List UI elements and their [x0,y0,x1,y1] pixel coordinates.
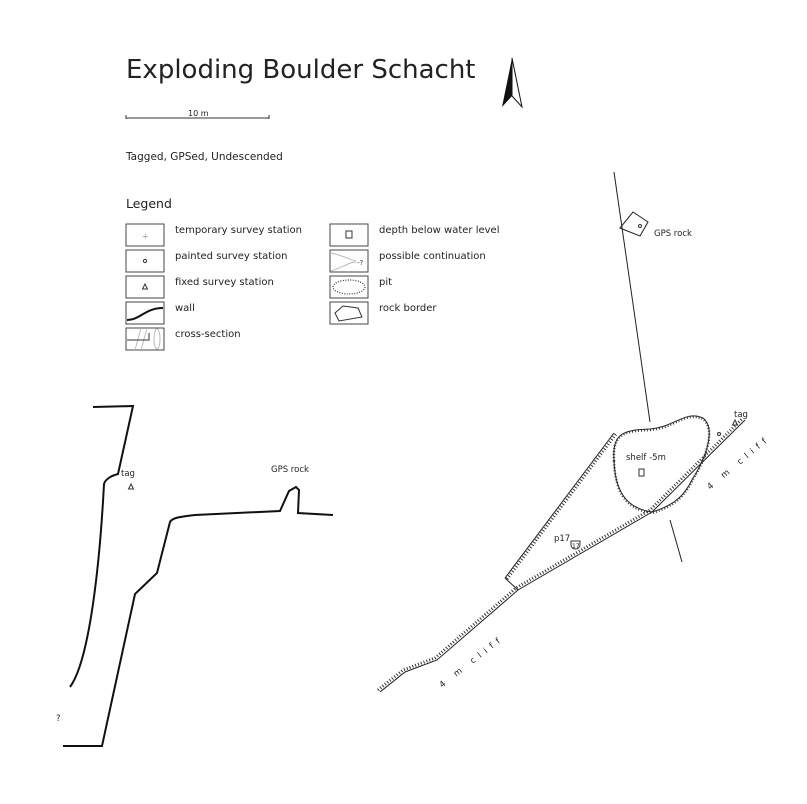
legend-label: pit [379,277,392,288]
gps-rock-label: GPS rock [271,465,309,475]
legend-label: wall [175,303,195,314]
section-line [669,519,683,563]
painted-station-icon [638,224,642,228]
fixed-station-icon [731,418,739,426]
legend-label: depth below water level [379,225,500,236]
depth-icon [638,468,645,477]
depth-icon [345,230,353,239]
cliff-line [379,419,746,693]
continuation-icon: -? [330,252,364,272]
wall-icon [126,307,164,321]
plan-view: GPS rock shelf -5m p17 17 tag 4 m cliff … [377,171,773,693]
pit-wall [504,432,615,579]
pit-icon [332,279,366,295]
shelf-label: shelf -5m [626,453,666,463]
legend-item-temporary-station: ÷ temporary survey station [125,223,302,247]
section-wall-left [69,404,135,688]
legend-item-rock-border: rock border [329,301,437,325]
shelf-outline [613,415,710,513]
scale-bar: 10 m [125,109,270,119]
cliff-label: 4 m cliff [706,434,773,493]
tag-label: tag [734,410,748,420]
cliff-label: 4 m cliff [438,634,507,691]
svg-text:-?: -? [357,259,364,267]
legend-label: painted survey station [175,251,287,262]
scale-label: 10 m [188,109,209,118]
north-arrow-icon [502,57,523,109]
rock-border-icon [334,305,363,322]
legend-label: fixed survey station [175,277,274,288]
temporary-station-icon: ÷ [142,232,149,241]
pit-label: p17 [554,534,570,544]
legend-item-painted-station: painted survey station [125,249,287,273]
fixed-station-icon [127,482,135,490]
cross-section-icon [127,327,161,351]
section-wall-right [63,485,334,747]
legend-item-fixed-station: fixed survey station [125,275,274,299]
legend-label: cross-section [175,329,241,340]
legend-item-pit: pit [329,275,392,299]
gps-rock-label: GPS rock [654,229,692,239]
legend-label: rock border [379,303,437,314]
depth-icon [570,540,581,550]
tag-label: tag [121,469,135,479]
map-title: Exploding Boulder Schacht [126,55,476,85]
legend-item-wall: wall [125,301,195,325]
painted-station-icon [717,432,721,436]
unknown-label: ? [56,714,61,724]
legend-item-continuation: -? possible continuation [329,249,486,273]
legend-item-cross-section: cross-section [125,327,241,351]
surface-line [613,171,651,423]
painted-station-icon [142,258,148,264]
gps-rock-outline [619,211,649,237]
pit-depth-label: 17 [572,543,580,550]
legend-heading: Legend [126,196,172,211]
legend-label: possible continuation [379,251,486,262]
status-text: Tagged, GPSed, Undescended [125,151,283,163]
fixed-station-icon [141,282,149,290]
legend-item-depth: depth below water level [329,223,500,247]
section-view: tag GPS rock ? [56,404,334,747]
legend-label: temporary survey station [175,225,302,236]
